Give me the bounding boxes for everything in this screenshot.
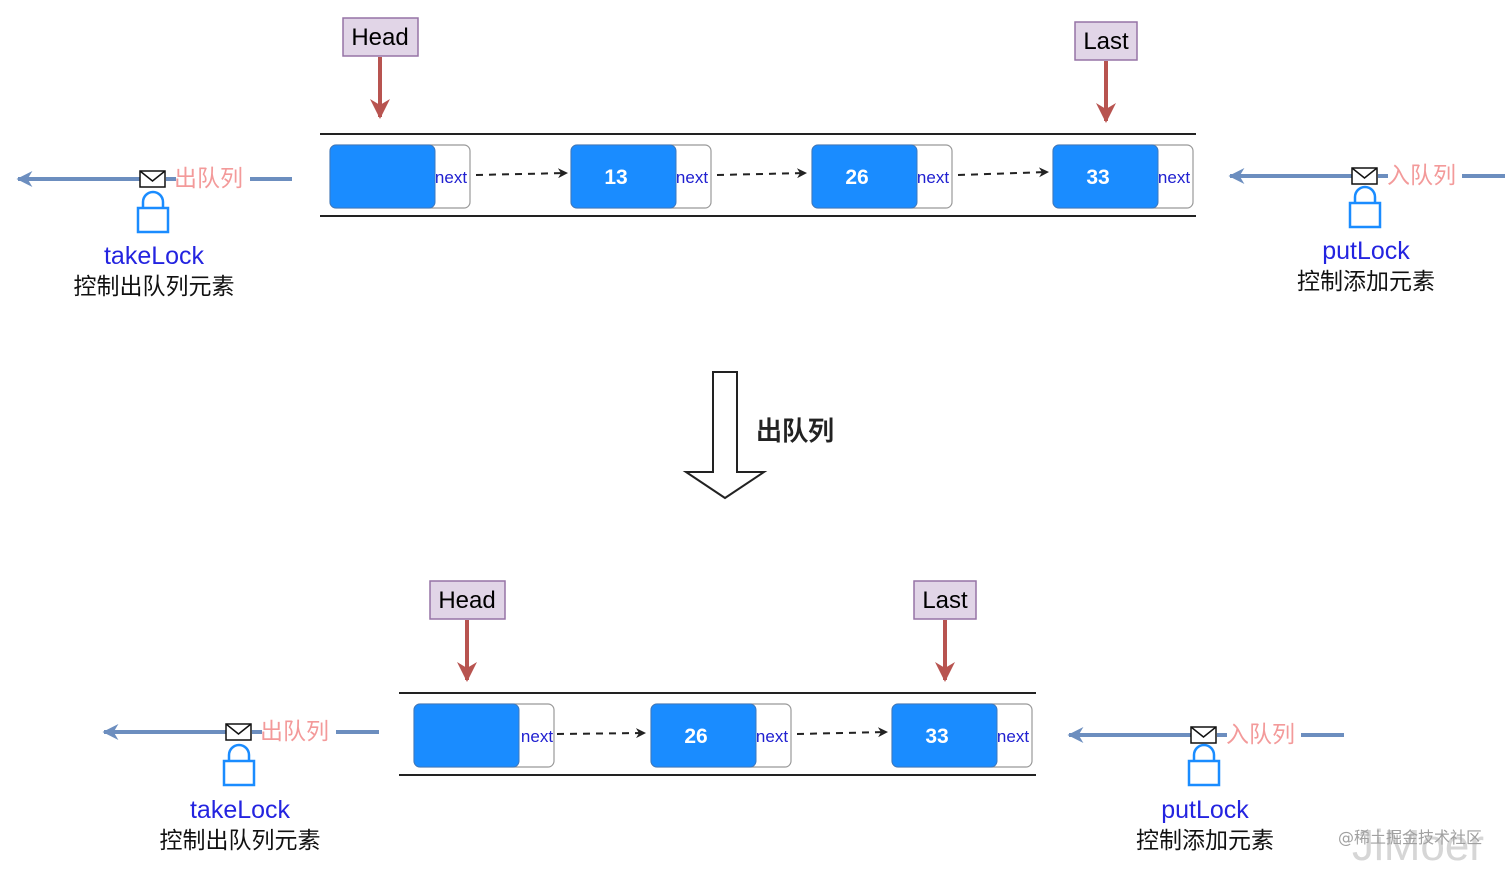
top-node-3-value: 33 [1086,166,1109,189]
bottom-last-pointer: Last [913,580,977,682]
top-node-2-next: next [917,168,949,187]
bottom-node-1-next: next [756,727,788,746]
bottom-take-lock-icon [222,743,256,787]
top-node-2-value: 26 [845,166,868,189]
top-node-1-value: 13 [604,166,627,189]
top-link-0 [475,168,568,179]
top-node-1: 13 next [570,144,712,209]
top-head-label: Head [351,24,408,51]
watermark: JiMoer @稀土掘金技术社区 [1338,821,1484,870]
bottom-take-lock-name: takeLock [190,796,291,824]
top-put-lock-name: putLock [1322,237,1410,265]
operation-label: 出队列 [756,417,834,447]
top-node-0: next [329,144,471,209]
bottom-enqueue-envelope-icon [1190,726,1217,744]
bottom-enqueue-label: 入队列 [1226,722,1295,748]
top-last-pointer: Last [1074,21,1138,123]
top-head-pointer: Head [342,17,419,119]
bottom-enqueue-arrow: 入队列 [1067,722,1344,748]
bottom-put-lock-name: putLock [1161,796,1249,824]
top-last-label: Last [1083,28,1129,55]
bottom-put-lock-icon [1187,743,1221,787]
top-node-2: 26 next [811,144,953,209]
top-take-lock-icon [136,190,170,234]
top-node-0-next: next [435,168,467,187]
bottom-dequeue-envelope-icon [225,723,252,741]
bottom-take-lock-desc: 控制出队列元素 [160,828,321,854]
top-node-3: 33 next [1052,144,1194,209]
top-queue: Head Last next 13 next [16,17,1505,300]
bottom-head-pointer: Head [429,580,506,682]
top-link-1 [716,168,807,179]
bottom-node-1-value: 26 [684,725,707,748]
top-node-3-next: next [1158,168,1190,187]
bottom-node-2: 33 next [891,703,1033,768]
top-take-lock-desc: 控制出队列元素 [74,274,235,300]
bottom-put-lock-desc: 控制添加元素 [1136,828,1274,854]
top-dequeue-arrow: 出队列 [16,166,292,192]
bottom-head-label: Head [438,587,495,614]
down-arrow-icon [682,371,768,500]
top-put-lock-desc: 控制添加元素 [1297,269,1435,295]
top-link-2 [957,167,1049,178]
bottom-link-1 [796,727,888,738]
bottom-node-2-next: next [997,727,1029,746]
bottom-queue: Head Last next 26 next 33 next [102,580,1344,854]
watermark-logo: JiMoer [1352,821,1484,870]
bottom-last-label: Last [922,587,968,614]
operation-arrow: 出队列 [682,371,834,500]
bottom-node-2-value: 33 [925,725,948,748]
bottom-node-0: next [413,703,555,768]
top-dequeue-envelope-icon [139,170,166,188]
bottom-link-0 [556,728,646,739]
top-node-1-next: next [676,168,708,187]
top-enqueue-label: 入队列 [1387,163,1456,189]
top-put-lock-icon [1348,185,1382,229]
bottom-dequeue-arrow: 出队列 [102,719,379,745]
watermark-text: @稀土掘金技术社区 [1338,828,1482,847]
bottom-dequeue-label: 出队列 [260,719,329,745]
top-enqueue-arrow: 入队列 [1228,163,1505,189]
bottom-node-0-next: next [521,727,553,746]
top-dequeue-label: 出队列 [174,166,243,192]
top-take-lock-name: takeLock [104,242,205,270]
bottom-node-1: 26 next [650,703,792,768]
top-enqueue-envelope-icon [1351,167,1378,185]
